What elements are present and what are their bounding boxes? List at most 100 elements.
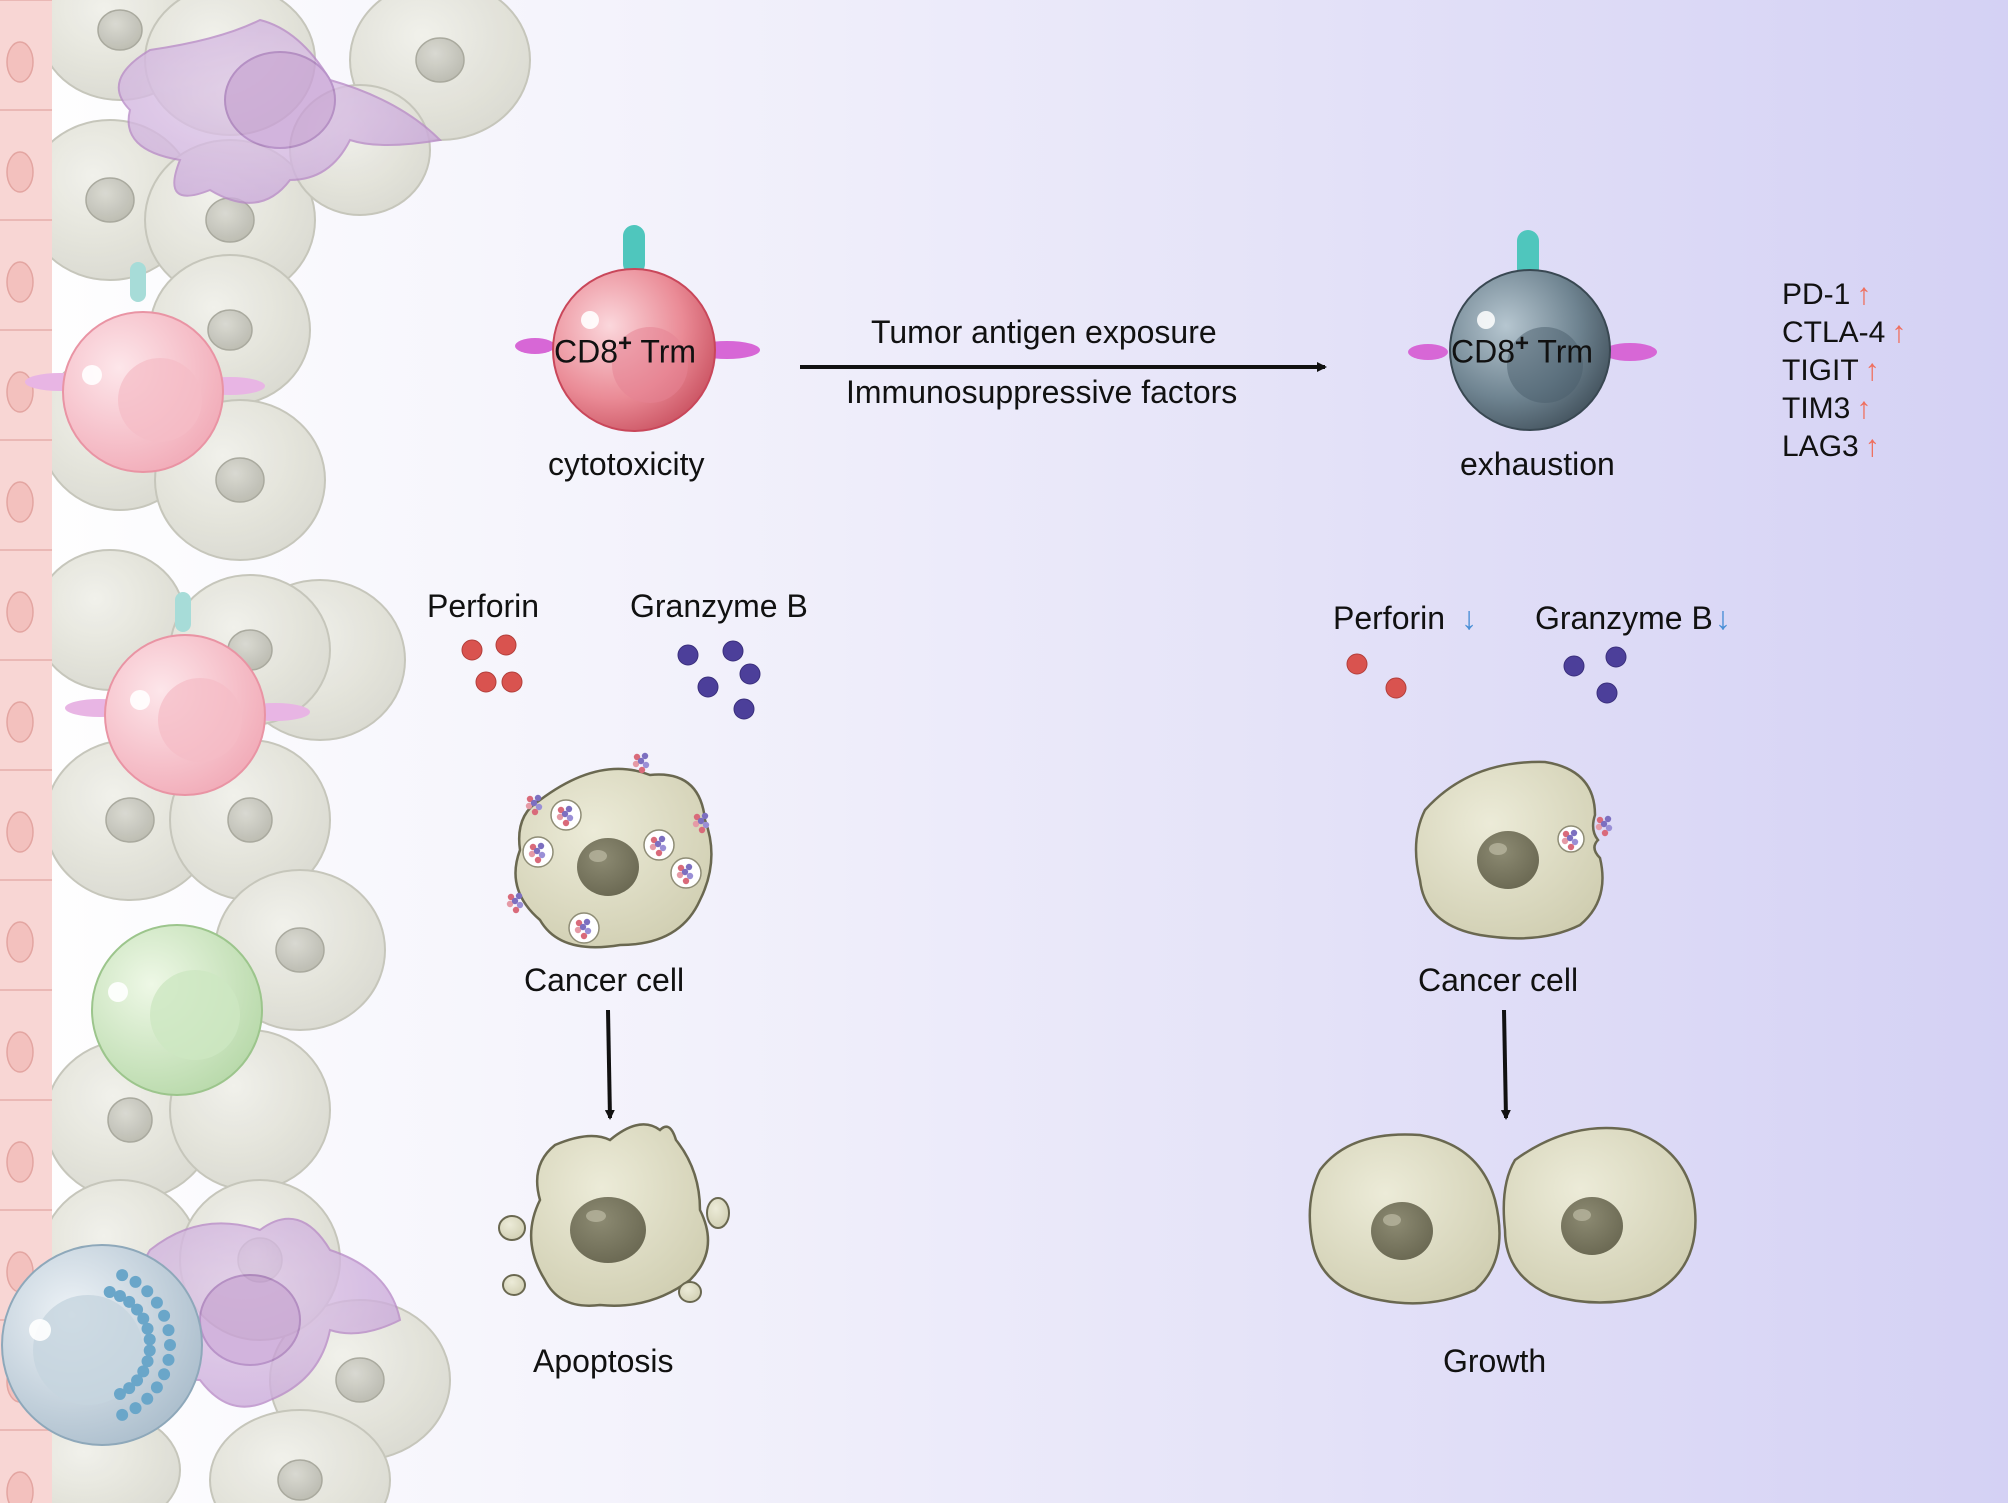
granule-dot	[698, 826, 706, 834]
granule-dot	[562, 819, 570, 827]
apoptotic-cancer-cell	[498, 1123, 730, 1307]
granule-dot	[512, 906, 520, 914]
up-arrow-icon: ↑	[1864, 430, 1880, 463]
granule-dot	[682, 877, 690, 885]
right-target-label: Cancer cell	[1418, 962, 1579, 998]
granule	[141, 1322, 154, 1335]
right-granzyme-label: Granzyme B↓	[1535, 600, 1731, 637]
strip-nucleus	[6, 261, 34, 303]
left-cancer-cell	[506, 752, 713, 949]
granule-dot	[654, 840, 662, 848]
granule-dot	[584, 927, 592, 935]
strip-nucleus	[6, 481, 34, 523]
granule	[137, 1365, 150, 1378]
granule-dot	[534, 856, 542, 864]
strip-nucleus	[6, 151, 34, 193]
granule-dot	[537, 842, 545, 850]
granule-dot	[659, 844, 667, 852]
granule	[131, 1374, 144, 1387]
granule-dot	[533, 847, 541, 855]
cd8-trm-active-cell	[515, 225, 760, 432]
granule-dot	[575, 919, 583, 927]
marker-item: TIM3↑	[1782, 390, 1906, 428]
granule-dot	[528, 850, 536, 858]
strip-nucleus	[6, 921, 34, 963]
granule-dot	[633, 753, 641, 761]
granule	[116, 1408, 129, 1421]
proliferating-cancer-cells	[1308, 1126, 1697, 1305]
tissue-t-cell-2	[65, 592, 310, 796]
granule	[116, 1269, 129, 1282]
granule-dot	[676, 871, 684, 879]
granule-dot	[677, 864, 685, 872]
granule	[113, 1388, 126, 1401]
granule-dot	[506, 900, 514, 908]
granule	[131, 1303, 144, 1316]
granule-dot	[556, 813, 564, 821]
granule-dot	[535, 803, 543, 811]
left-down-arrow	[604, 1009, 615, 1120]
granule-dot	[511, 897, 519, 905]
granule	[158, 1309, 171, 1322]
granule-dot	[658, 835, 666, 843]
granule-dot	[650, 836, 658, 844]
granule-dot	[583, 918, 591, 926]
epithelial-strip	[0, 0, 52, 1503]
granule-dot	[1567, 843, 1575, 851]
right-cell-label-main: CD8	[1451, 333, 1516, 370]
granule-dot	[529, 843, 537, 851]
right-granzyme-text: Granzyme B	[1535, 600, 1713, 636]
granule-dot	[561, 810, 569, 818]
granule-dot	[1561, 837, 1569, 845]
granule-dot	[702, 821, 710, 829]
granule	[113, 1289, 126, 1302]
left-cell-label-main: CD8	[554, 333, 619, 370]
granule-dot	[557, 806, 565, 814]
granule	[103, 1286, 116, 1299]
tissue-green-cell	[91, 924, 263, 1096]
marker-item: TIGIT↑	[1782, 352, 1906, 390]
left-cell-label-sup: +	[618, 330, 633, 357]
granule-dot	[530, 799, 538, 807]
granule-dot	[565, 805, 573, 813]
marker-item: CTLA-4↑	[1782, 314, 1906, 352]
granule	[143, 1333, 156, 1346]
right-cell-label-sup: +	[1515, 330, 1530, 357]
granule-dot	[701, 812, 709, 820]
tissue-blue-granulocyte	[1, 1244, 203, 1446]
transition-line-2: Immunosuppressive factors	[846, 374, 1238, 410]
granule-dot	[526, 795, 534, 803]
marker-name: CTLA-4	[1782, 316, 1886, 349]
granule-dot	[507, 893, 515, 901]
strip-nucleus	[6, 591, 34, 633]
granule-dot	[516, 901, 524, 909]
granule-dot	[1604, 815, 1612, 823]
granule-dot	[1570, 829, 1578, 837]
granule	[162, 1324, 175, 1337]
granule	[164, 1339, 176, 1351]
right-cell-label-suffix: Trm	[1529, 333, 1594, 370]
right-state-label: exhaustion	[1460, 446, 1615, 482]
granule	[137, 1312, 150, 1325]
transition-line-1: Tumor antigen exposure	[871, 314, 1217, 350]
down-arrow-icon: ↓	[1461, 600, 1478, 636]
granule-dot	[515, 892, 523, 900]
granule-dot	[580, 932, 588, 940]
granule-dot	[1600, 820, 1608, 828]
marker-item: LAG3↑	[1782, 428, 1906, 466]
granule	[123, 1295, 136, 1308]
right-perforin-label: Perforin↓	[1333, 600, 1477, 637]
granule-dot	[632, 760, 640, 768]
granule	[150, 1296, 163, 1309]
marker-item: PD-1↑	[1782, 276, 1906, 314]
left-granzyme-label: Granzyme B	[630, 588, 808, 624]
strip-nucleus	[6, 701, 34, 743]
left-cell-label-suffix: Trm	[632, 333, 697, 370]
granule-dot	[534, 794, 542, 802]
granule	[129, 1402, 142, 1415]
tissue-t-cell-1	[25, 262, 265, 473]
up-arrow-icon: ↑	[1864, 354, 1880, 387]
marker-name: TIGIT	[1782, 354, 1859, 387]
marker-name: PD-1	[1782, 278, 1851, 311]
